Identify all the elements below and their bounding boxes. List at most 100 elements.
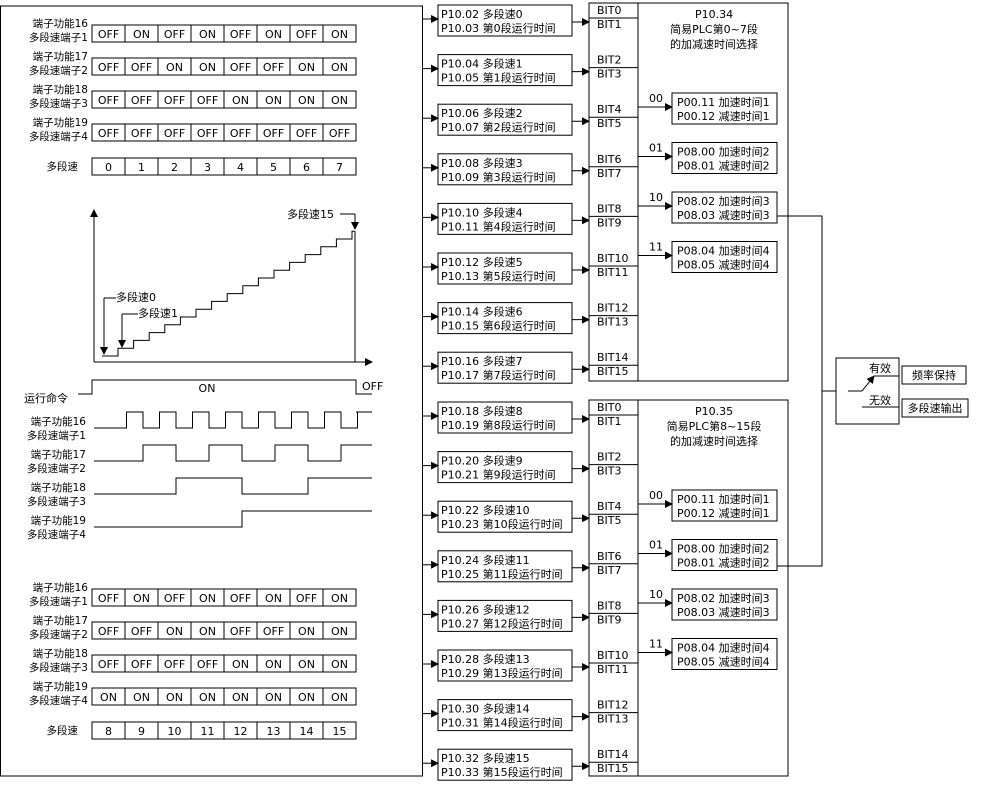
param-line: P10.10 多段速4: [441, 205, 523, 219]
speed-cell: 2: [171, 161, 178, 174]
truth-cell: OFF: [131, 61, 152, 74]
terminal-label: 多段速端子1: [29, 31, 88, 44]
terminal-label: 多段速端子1: [29, 595, 88, 608]
truth-cell: OFF: [197, 658, 218, 671]
speed-cell: 6: [303, 161, 310, 174]
terminal-waveform: [94, 477, 372, 495]
param-line: P10.14 多段速6: [441, 305, 523, 319]
terminal-label: 端子功能18: [33, 647, 88, 660]
accel-line: P08.02 加速时间3: [677, 592, 770, 605]
param-line: P10.24 多段速11: [441, 553, 530, 567]
truth-cell: ON: [331, 658, 348, 671]
truth-cell: OFF: [164, 94, 185, 107]
truth-cell: OFF: [98, 61, 119, 74]
param-line: P10.25 第11段运行时间: [441, 567, 563, 581]
waveform-label: 多段速端子3: [27, 495, 86, 508]
accel-line: P08.04 加速时间4: [677, 642, 770, 655]
truth-cell: OFF: [197, 127, 218, 140]
accel-option-box: [671, 489, 778, 522]
bit-label: BIT6: [597, 550, 622, 563]
param-box: [437, 302, 573, 335]
truth-cell: ON: [298, 625, 315, 638]
param-line: P10.04 多段速1: [441, 57, 523, 71]
stair-label: 多段速1: [138, 306, 178, 320]
param-line: P10.27 第12段运行时间: [441, 616, 563, 630]
terminal-label: 多段速端子2: [29, 64, 88, 77]
switch-box: [835, 357, 900, 425]
truth-cell: OFF: [131, 94, 152, 107]
accel-code: 00: [649, 489, 663, 502]
param-line: P10.29 第13段运行时间: [441, 666, 563, 680]
speed-cell: 11: [201, 725, 215, 738]
accel-line: P08.01 减速时间2: [677, 160, 770, 173]
truth-cell: ON: [199, 592, 216, 605]
bit-label: BIT6: [597, 153, 622, 166]
run-on-label: ON: [199, 382, 216, 395]
bit-label: BIT12: [597, 302, 629, 315]
accel-line: P08.02 加速时间3: [677, 195, 770, 208]
accel-line: P08.05 减速时间4: [677, 656, 770, 669]
truth-cell: OFF: [131, 625, 152, 638]
param-line: P10.02 多段速0: [441, 7, 523, 21]
bit-label: BIT9: [597, 216, 622, 229]
param-box: [437, 252, 573, 285]
truth-cell: OFF: [98, 127, 119, 140]
param-line: P10.26 多段速12: [441, 602, 530, 616]
speed-cell: 9: [138, 725, 145, 738]
param-line: P10.06 多段速2: [441, 106, 523, 120]
param-box: [437, 103, 573, 136]
bit-label: BIT4: [597, 103, 622, 116]
terminal-waveform: [94, 510, 372, 528]
speed-cell: 13: [267, 725, 281, 738]
truth-cell: ON: [298, 691, 315, 704]
bit-label: BIT2: [597, 451, 622, 464]
bit-label: BIT4: [597, 500, 622, 513]
param-line: P10.23 第10段运行时间: [441, 517, 563, 531]
bit-label: BIT11: [597, 266, 629, 279]
param-line: P10.28 多段速13: [441, 652, 530, 666]
speed-cell: 5: [270, 161, 277, 174]
truth-cell: OFF: [98, 592, 119, 605]
bit-column: [588, 2, 639, 382]
bit-label: BIT10: [597, 649, 629, 662]
param-line: P10.03 第0段运行时间: [441, 21, 556, 35]
param-line: P10.31 第14段运行时间: [441, 716, 563, 730]
truth-cell: ON: [199, 61, 216, 74]
param-box: [437, 4, 573, 37]
param-line: P10.11 第4段运行时间: [441, 219, 556, 233]
truth-cell: OFF: [230, 127, 251, 140]
truth-cell: ON: [232, 658, 249, 671]
truth-cell: OFF: [164, 658, 185, 671]
speed-cell: 8: [105, 725, 112, 738]
bit-label: BIT0: [597, 4, 622, 17]
param-line: P10.15 第6段运行时间: [441, 319, 556, 333]
truth-cell: ON: [232, 94, 249, 107]
terminal-label: 端子功能17: [33, 50, 88, 63]
param-box: [437, 351, 573, 384]
param-line: P10.30 多段速14: [441, 702, 530, 716]
param-line: P10.12 多段速5: [441, 255, 523, 269]
param-line: P10.32 多段速15: [441, 751, 530, 765]
run-command-wave: [78, 379, 372, 395]
accel-line: P08.03 减速时间3: [677, 606, 770, 619]
speed-cell: 0: [105, 161, 112, 174]
truth-cell: ON: [298, 94, 315, 107]
bit-label: BIT15: [597, 762, 629, 775]
param-box: [437, 649, 573, 682]
switch-valid-label: 有效: [869, 361, 891, 375]
bit-label: BIT5: [597, 514, 622, 527]
param-line: P10.08 多段速3: [441, 156, 523, 170]
truth-cell: OFF: [98, 28, 119, 41]
param-box: [437, 550, 573, 583]
param-box: [437, 153, 573, 186]
bit-label: BIT7: [597, 167, 622, 180]
truth-cell: OFF: [230, 28, 251, 41]
truth-cell: ON: [199, 625, 216, 638]
truth-cell: ON: [265, 94, 282, 107]
bit-label: BIT3: [597, 68, 622, 81]
bit-label: BIT2: [597, 54, 622, 67]
truth-cell: ON: [133, 691, 150, 704]
truth-cell: OFF: [296, 28, 317, 41]
plc-group-frame: [637, 399, 789, 777]
terminal-label: 多段速端子2: [29, 628, 88, 641]
